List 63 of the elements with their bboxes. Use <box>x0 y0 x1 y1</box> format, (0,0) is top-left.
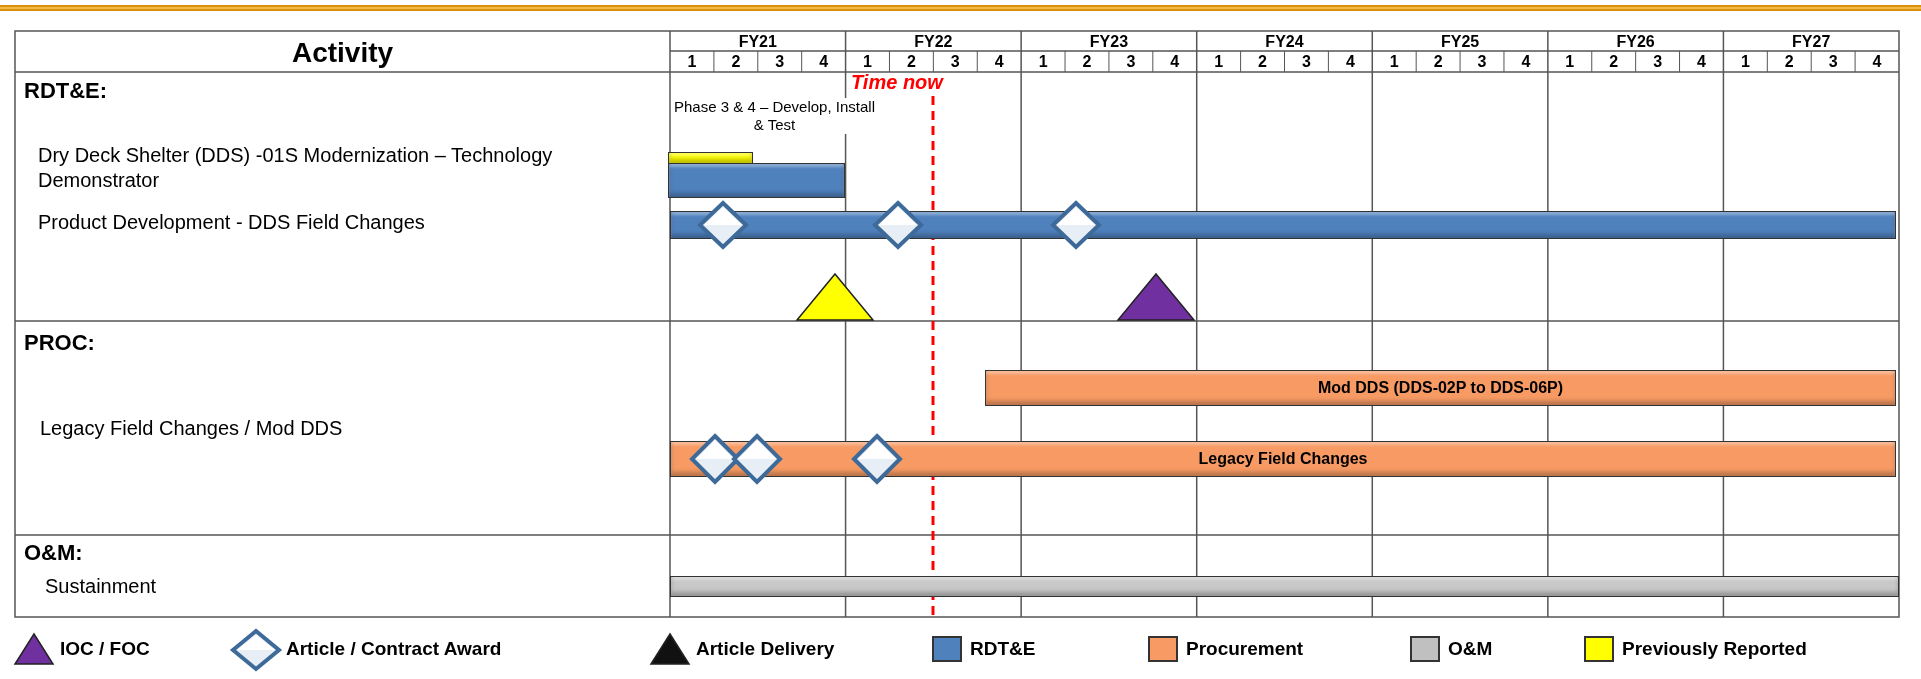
quarter-header: 1 <box>862 52 873 72</box>
quarter-header: 3 <box>949 52 961 72</box>
contract-award-diamond <box>699 202 747 248</box>
quarter-header: 2 <box>1608 52 1620 72</box>
year-header: FY26 <box>1615 32 1656 51</box>
quarter-header: 4 <box>1696 52 1707 72</box>
milestone-triangle <box>1117 273 1195 321</box>
year-header: FY23 <box>1088 32 1130 51</box>
phase-note: Phase 3 & 4 – Develop, Install & Test <box>672 98 877 134</box>
legend-label: Article / Contract Award <box>286 638 502 660</box>
quarter-header: 1 <box>1739 52 1751 72</box>
quarter-header: 4 <box>1520 52 1532 72</box>
schedule-bar <box>668 163 845 198</box>
quarter-header: 1 <box>1564 52 1576 72</box>
section-heading: O&M: <box>24 540 83 566</box>
schedule-bar: Mod DDS (DDS-02P to DDS-06P) <box>985 370 1896 406</box>
section-heading: RDT&E: <box>24 78 108 104</box>
quarter-header: 3 <box>1476 52 1488 72</box>
milestone-triangle <box>796 273 874 321</box>
quarter-header: 4 <box>1871 52 1883 72</box>
schedule-bar <box>668 152 753 164</box>
contract-award-diamond <box>1052 202 1100 248</box>
column-header: Activity <box>290 37 395 69</box>
quarter-header: 4 <box>1169 52 1181 72</box>
year-header: FY22 <box>913 32 954 51</box>
activity-name: Dry Deck Shelter (DDS) -01S Modernization – Technology Demonstrator <box>38 143 554 193</box>
quarter-header: 2 <box>905 52 917 72</box>
legend-label: RDT&E <box>970 638 1036 660</box>
legend-label: Procurement <box>1186 638 1304 660</box>
activity-name: Legacy Field Changes / Mod DDS <box>40 417 343 440</box>
quarter-header: 2 <box>1432 52 1444 72</box>
quarter-header: 2 <box>1783 52 1795 72</box>
quarter-header: 1 <box>1388 52 1400 72</box>
time-now-label: Time now <box>851 71 943 94</box>
legend-label: IOC / FOC <box>60 638 150 660</box>
quarter-header: 1 <box>1213 52 1225 72</box>
section-heading: PROC: <box>24 330 95 356</box>
legend-label: Previously Reported <box>1622 638 1807 660</box>
quarter-header: 3 <box>774 52 786 72</box>
quarter-header: 2 <box>1257 52 1268 72</box>
legend-label: O&M <box>1448 638 1493 660</box>
year-header: FY24 <box>1264 32 1305 51</box>
quarter-header: 1 <box>1037 52 1049 72</box>
quarter-header: 4 <box>993 52 1005 72</box>
quarter-header: 4 <box>818 52 830 72</box>
year-header: FY21 <box>737 32 778 51</box>
contract-award-diamond <box>874 202 922 248</box>
schedule-bar <box>670 211 1896 239</box>
quarter-header: 3 <box>1652 52 1664 72</box>
schedule-bar <box>670 576 1899 597</box>
activity-name: Sustainment <box>45 575 157 598</box>
quarter-header: 2 <box>730 52 742 72</box>
schedule-bar: Legacy Field Changes <box>670 441 1896 477</box>
legend-label: Article Delivery <box>696 638 835 660</box>
quarter-header: 3 <box>1125 52 1137 72</box>
year-header: FY25 <box>1439 32 1481 51</box>
quarter-header: 1 <box>686 52 698 72</box>
quarter-header: 4 <box>1344 52 1356 72</box>
year-header: FY27 <box>1791 32 1832 51</box>
quarter-header: 2 <box>1081 52 1093 72</box>
quarter-header: 3 <box>1301 52 1312 72</box>
quarter-header: 3 <box>1827 52 1839 72</box>
activity-name: Product Development - DDS Field Changes <box>38 211 425 234</box>
